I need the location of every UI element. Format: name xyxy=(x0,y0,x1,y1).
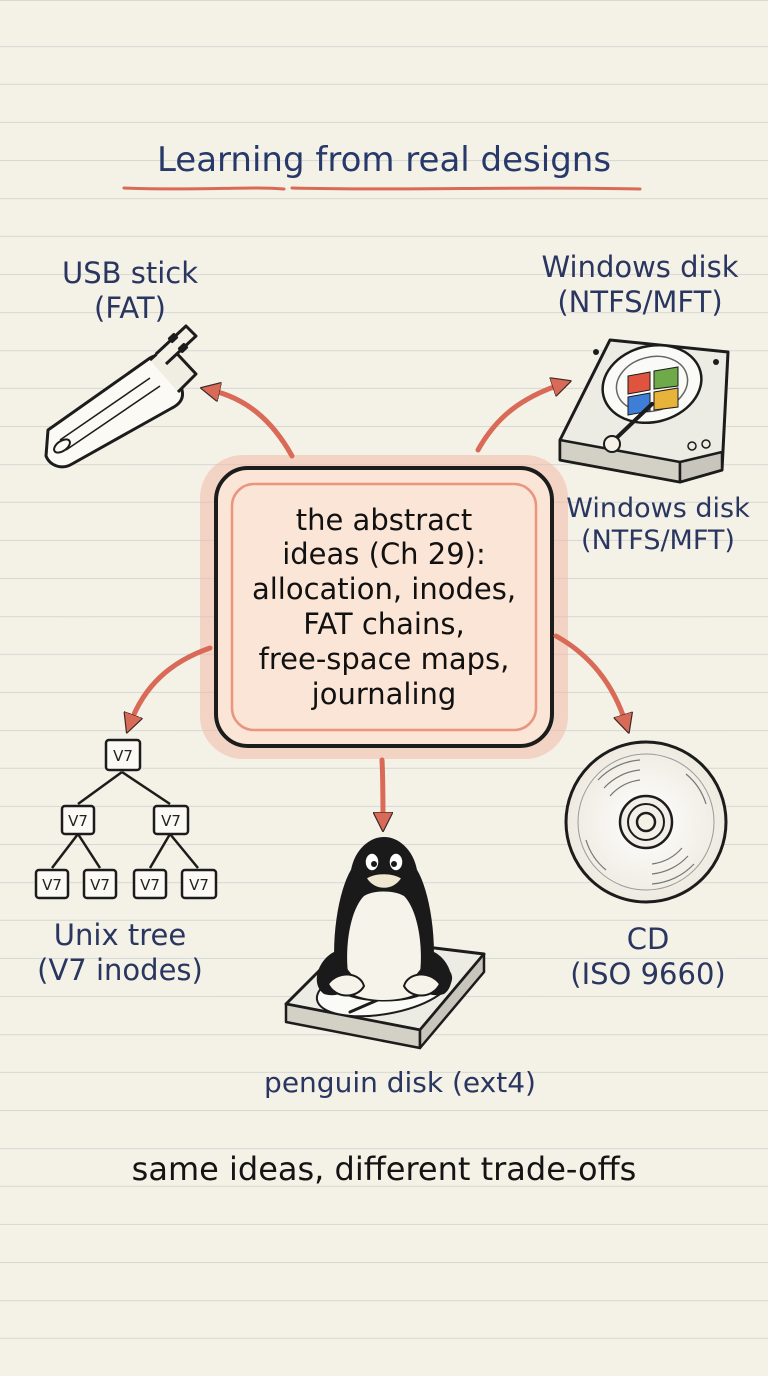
tree-leaf-4: V7 xyxy=(189,876,209,894)
usb-label-line-2: (FAT) xyxy=(94,290,166,325)
windows-secondary-line-1: Windows disk xyxy=(566,493,750,524)
center-line-5: free-space maps, xyxy=(258,641,510,676)
unix-label-line-2: (V7 inodes) xyxy=(37,952,203,987)
windows-label-line-2: (NTFS/MFT) xyxy=(557,284,723,319)
tree-leaf-2: V7 xyxy=(90,876,110,894)
cd-label-line-2: (ISO 9660) xyxy=(570,956,726,991)
center-line-1: the abstract xyxy=(295,502,473,537)
windows-hard-disk-icon xyxy=(558,338,730,484)
title-underline xyxy=(122,186,642,191)
center-ideas-text: the abstract ideas (Ch 29): allocation, … xyxy=(222,474,546,740)
usb-label-line-1: USB stick xyxy=(61,256,199,290)
usb-stick-icon xyxy=(44,324,198,469)
cd-disc-icon xyxy=(564,740,728,904)
tree-node-right: V7 xyxy=(161,812,181,830)
center-box xyxy=(200,455,568,759)
windows-label-line-1: Windows disk xyxy=(541,250,739,284)
windows-disk-label: Windows disk (NTFS/MFT) xyxy=(520,250,760,320)
arrow-to-usb xyxy=(210,390,295,459)
tree-leaf-3: V7 xyxy=(140,876,160,894)
tree-node-root: V7 xyxy=(113,747,133,765)
arrow-to-unix xyxy=(130,645,213,724)
inode-tree-icon: V7 V7 V7 V7 V7 V7 V7 xyxy=(34,738,218,900)
arrow-to-penguin xyxy=(382,757,383,822)
page-title: Learning from real designs xyxy=(156,140,612,180)
bottom-caption: same ideas, different trade-offs xyxy=(131,1150,637,1188)
cd-label: CD (ISO 9660) xyxy=(548,922,748,992)
tree-leaf-1: V7 xyxy=(42,876,62,894)
center-line-2: ideas (Ch 29): xyxy=(282,537,486,572)
tree-node-left: V7 xyxy=(68,812,88,830)
center-line-4: FAT chains, xyxy=(303,607,465,641)
unix-label-line-1: Unix tree xyxy=(53,918,187,952)
arrow-to-windows xyxy=(475,384,562,453)
windows-disk-secondary-label: Windows disk (NTFS/MFT) xyxy=(548,493,768,558)
usb-stick-label: USB stick (FAT) xyxy=(30,256,230,326)
penguin-disk-icon xyxy=(284,836,486,1050)
arrow-to-cd xyxy=(553,633,626,724)
center-line-3: allocation, inodes, xyxy=(251,572,517,607)
center-line-6: journaling xyxy=(311,676,457,711)
cd-label-line-1: CD xyxy=(626,922,670,956)
unix-tree-label: Unix tree (V7 inodes) xyxy=(20,918,220,988)
penguin-disk-label: penguin disk (ext4) xyxy=(200,1066,600,1100)
windows-secondary-line-2: (NTFS/MFT) xyxy=(581,525,735,557)
penguin-label-line-1: penguin disk (ext4) xyxy=(264,1066,536,1099)
